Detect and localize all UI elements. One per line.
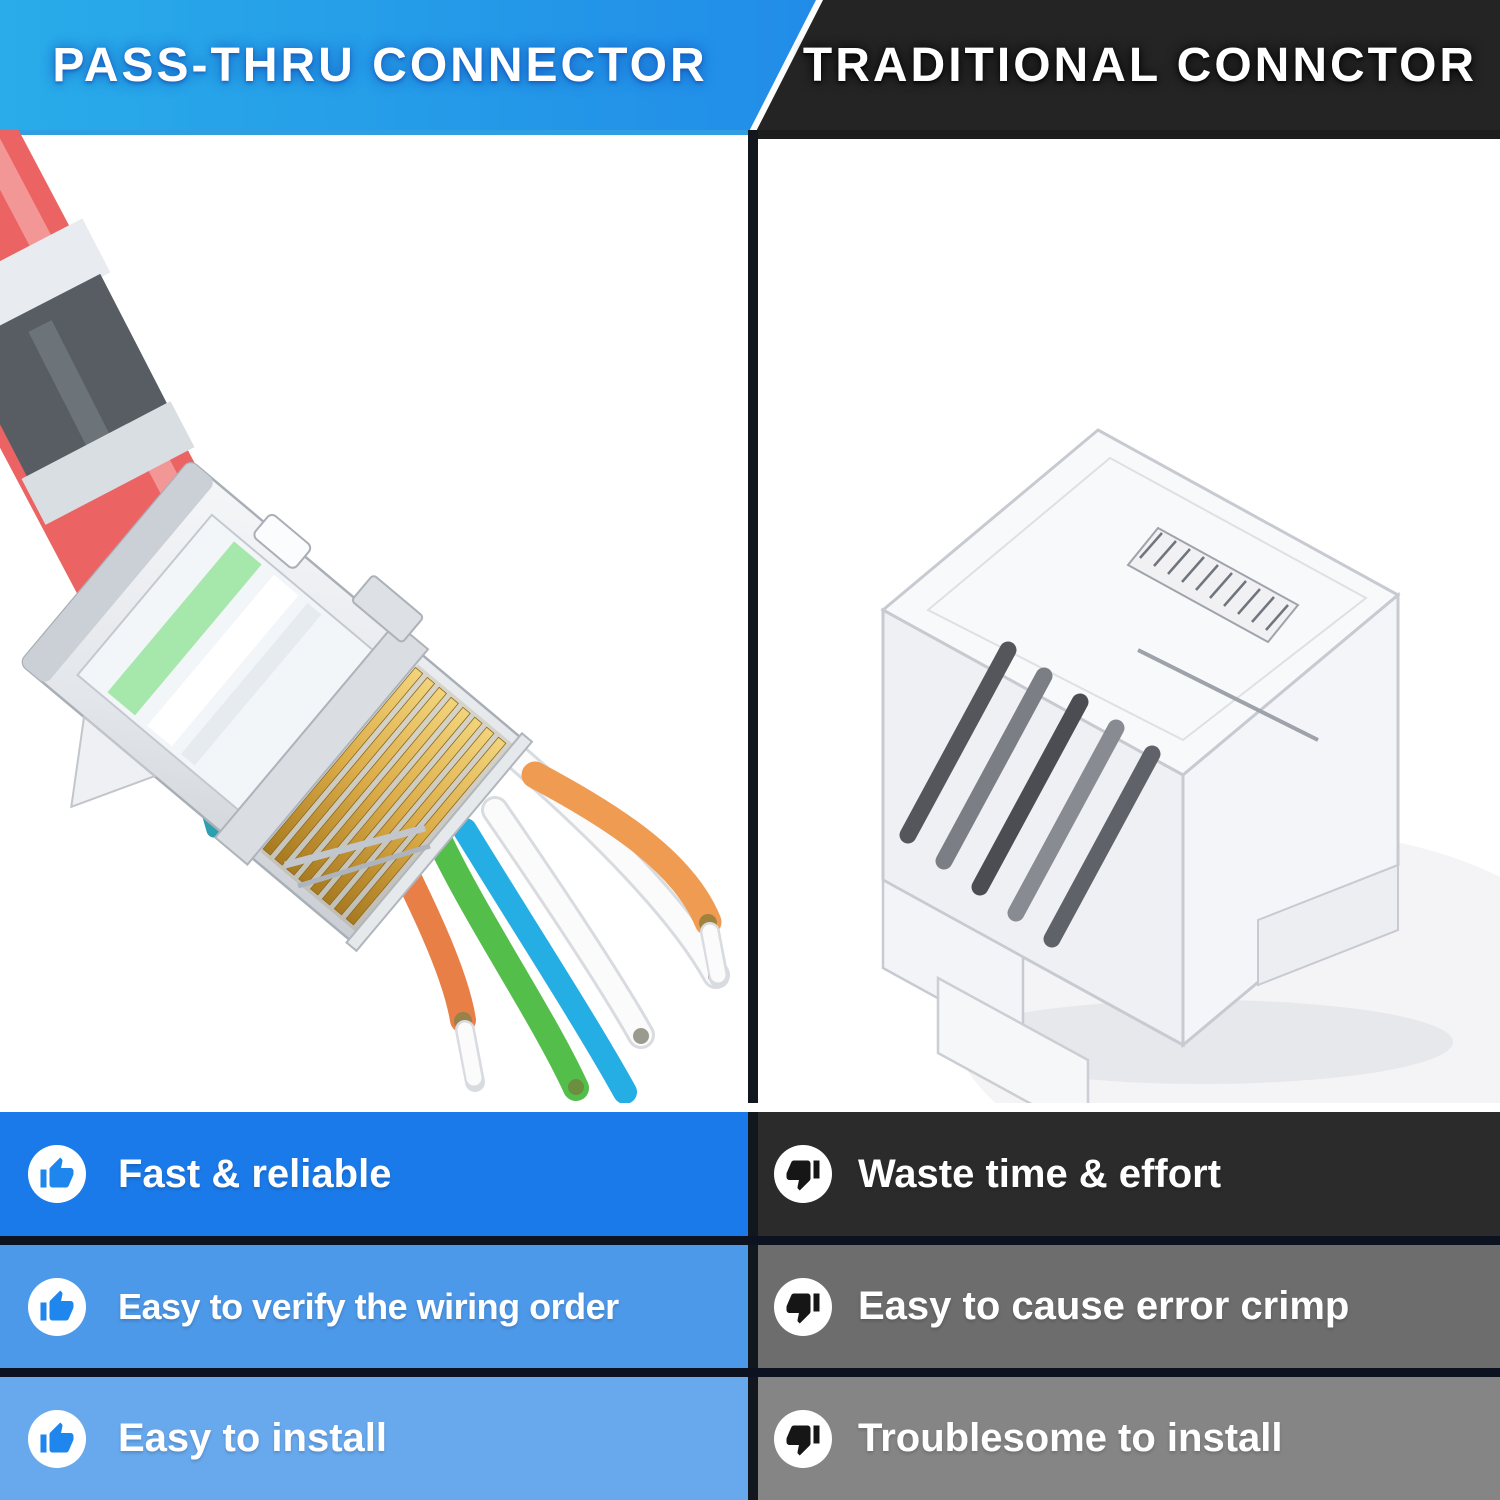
label-hatch bbox=[1126, 526, 1300, 644]
thumb-up-icon bbox=[28, 1277, 86, 1336]
pro-label: Fast & reliable bbox=[118, 1151, 392, 1196]
con-label: Easy to cause error crimp bbox=[858, 1284, 1350, 1328]
thumb-up-icon bbox=[28, 1409, 86, 1468]
pro-row-fast-reliable: Fast & reliable bbox=[0, 1112, 748, 1236]
left-panel-title: PASS-THRU CONNECTOR bbox=[52, 38, 708, 92]
traditional-connector-illustration bbox=[758, 130, 1500, 1103]
thumb-down-icon bbox=[774, 1409, 832, 1468]
header: PASS-THRU CONNECTOR TRADITIONAL CONNCTOR bbox=[0, 0, 1500, 130]
latch-step-2 bbox=[936, 975, 1090, 1103]
pro-label: Easy to verify the wiring order bbox=[118, 1285, 619, 1327]
thumb-down-icon bbox=[774, 1145, 832, 1203]
row-separator bbox=[0, 1236, 1500, 1245]
clear-connector-body bbox=[880, 428, 1401, 1103]
pass-thru-connector-illustration bbox=[0, 130, 748, 1103]
latch-wire bbox=[284, 824, 426, 869]
latch-wire-2 bbox=[297, 843, 431, 889]
row-separator bbox=[0, 1368, 1500, 1377]
photo-row-gap bbox=[0, 1103, 1500, 1112]
thumb-down-icon bbox=[774, 1277, 832, 1336]
con-row-error-crimp: Easy to cause error crimp bbox=[758, 1245, 1500, 1368]
right-panel-title: TRADITIONAL CONNCTOR bbox=[802, 38, 1478, 92]
side-ledge bbox=[1257, 863, 1399, 987]
con-label: Waste time & effort bbox=[858, 1151, 1222, 1196]
fanned-wires bbox=[367, 746, 730, 1103]
red-cable bbox=[0, 130, 233, 638]
green-wire-window bbox=[107, 541, 262, 716]
latch-clip bbox=[70, 715, 157, 809]
traditional-connector-photo bbox=[758, 130, 1500, 1103]
pro-row-verify-wiring: Easy to verify the wiring order bbox=[0, 1245, 748, 1368]
con-row-waste-time: Waste time & effort bbox=[758, 1112, 1500, 1236]
con-label: Troublesome to install bbox=[858, 1416, 1283, 1460]
panel-divider bbox=[748, 130, 758, 1500]
header-bottom-edge bbox=[0, 130, 748, 135]
metal-connector-body bbox=[21, 462, 534, 953]
pass-thru-connector-photo bbox=[0, 130, 748, 1103]
metal-contacts bbox=[899, 641, 1161, 948]
pro-row-easy-install: Easy to install bbox=[0, 1377, 748, 1500]
thumb-up-icon bbox=[28, 1145, 86, 1203]
header-left-background bbox=[0, 0, 821, 130]
pro-label: Easy to install bbox=[118, 1416, 387, 1460]
header-bottom-edge-right bbox=[758, 130, 1500, 139]
con-row-troublesome-install: Troublesome to install bbox=[758, 1377, 1500, 1500]
